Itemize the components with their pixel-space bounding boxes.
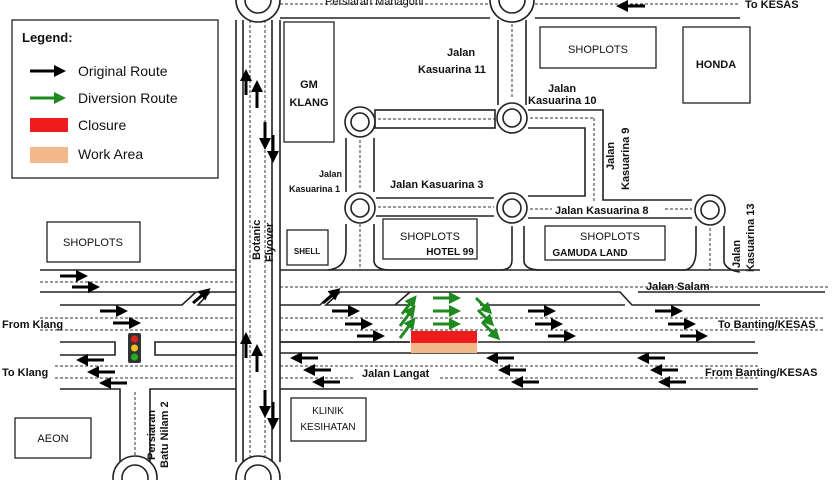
building-shoplots-left: SHOPLOTS [46, 221, 141, 263]
building-honda: HONDA [682, 26, 751, 104]
label-kasuarina-9-a: Jalan [605, 142, 617, 170]
label-persiaran: Persiaran [146, 410, 158, 460]
label-kasuarina-1-a: Jalan [319, 169, 342, 179]
road-persiaran-mahagoni: Persiaran Mahagoni To KESAS [280, 0, 799, 19]
svg-text:GAMUDA LAND: GAMUDA LAND [552, 248, 627, 259]
svg-text:GM: GM [300, 79, 318, 91]
work-area [411, 343, 477, 353]
building-aeon: AEON [14, 417, 92, 459]
svg-text:HONDA: HONDA [696, 59, 736, 71]
label-kasuarina-8: Jalan Kasuarina 8 [555, 205, 649, 217]
svg-text:SHOPLOTS: SHOPLOTS [400, 231, 460, 243]
label-to-kesas: To KESAS [745, 0, 799, 11]
svg-text:SHOPLOTS: SHOPLOTS [63, 237, 123, 249]
label-kasuarina-11-a: Jalan [447, 47, 475, 59]
label-kasuarina-10-a: Jalan [548, 83, 576, 95]
svg-text:SHELL: SHELL [294, 247, 320, 256]
legend-work-area-swatch [30, 147, 68, 163]
label-from-banting: From Banting/KESAS [705, 367, 817, 379]
svg-text:KLINIK: KLINIK [312, 406, 344, 417]
svg-text:Work Area: Work Area [78, 146, 143, 162]
legend: Legend: Original Route Diversion Route C… [11, 19, 219, 179]
label-persiaran-mahagoni: Persiaran Mahagoni [325, 0, 423, 8]
label-kasuarina-1-b: Kasuarina 1 [289, 184, 340, 194]
label-jalan-langat: Jalan Langat [362, 368, 430, 380]
svg-text:Original Route: Original Route [78, 63, 168, 79]
svg-text:KESIHATAN: KESIHATAN [300, 422, 355, 433]
building-shell: SHELL [286, 229, 329, 266]
label-flyover: Flyover [264, 222, 276, 262]
label-kasuarina-10-b: Kasuarina 10 [528, 95, 596, 107]
label-kasuarina-9-b: Kasuarina 9 [620, 128, 632, 190]
closure-area [411, 331, 477, 343]
label-botanic: Botanic [251, 220, 263, 260]
svg-text:SHOPLOTS: SHOPLOTS [580, 231, 640, 243]
label-from-klang: From Klang [2, 319, 63, 331]
building-shoplots-top: SHOPLOTS [539, 26, 657, 69]
building-klinik-kesihatan: KLINIK KESIHATAN [290, 397, 367, 442]
svg-text:Diversion Route: Diversion Route [78, 90, 178, 106]
label-to-banting: To Banting/KESAS [718, 319, 816, 331]
label-kasuarina-3: Jalan Kasuarina 3 [390, 179, 484, 191]
label-kasuarina-13-b: Kasuarina 13 [745, 204, 757, 272]
original-route-arrows [60, 270, 708, 389]
svg-text:Closure: Closure [78, 117, 126, 133]
roundabouts [112, 0, 726, 480]
label-jalan-salam: Jalan Salam [646, 281, 710, 293]
svg-text:SHOPLOTS: SHOPLOTS [568, 44, 628, 56]
svg-text:AEON: AEON [37, 433, 68, 445]
label-kasuarina-11-b: Kasuarina 11 [418, 64, 486, 76]
diversion-route-arrows [398, 292, 501, 341]
road-main-carriageways: Jalan Salam From Klang To Klang To Banti… [2, 269, 830, 468]
legend-title: Legend: [22, 30, 73, 45]
label-to-klang: To Klang [2, 367, 48, 379]
legend-closure-swatch [30, 118, 68, 132]
label-batu-nilam-2: Batu Nilam 2 [159, 401, 171, 468]
traffic-light-icon [128, 333, 141, 363]
label-kasuarina-13-a: Jalan [731, 240, 743, 268]
svg-text:HOTEL 99: HOTEL 99 [426, 247, 474, 258]
building-shoplots-gamuda-land: SHOPLOTS GAMUDA LAND [544, 225, 666, 261]
building-gm-klang: GM KLANG [283, 21, 335, 143]
road-botanic-flyover: Botanic Flyover [235, 20, 281, 462]
building-shoplots-hotel-99: SHOPLOTS HOTEL 99 [382, 218, 478, 260]
svg-text:KLANG: KLANG [289, 97, 328, 109]
